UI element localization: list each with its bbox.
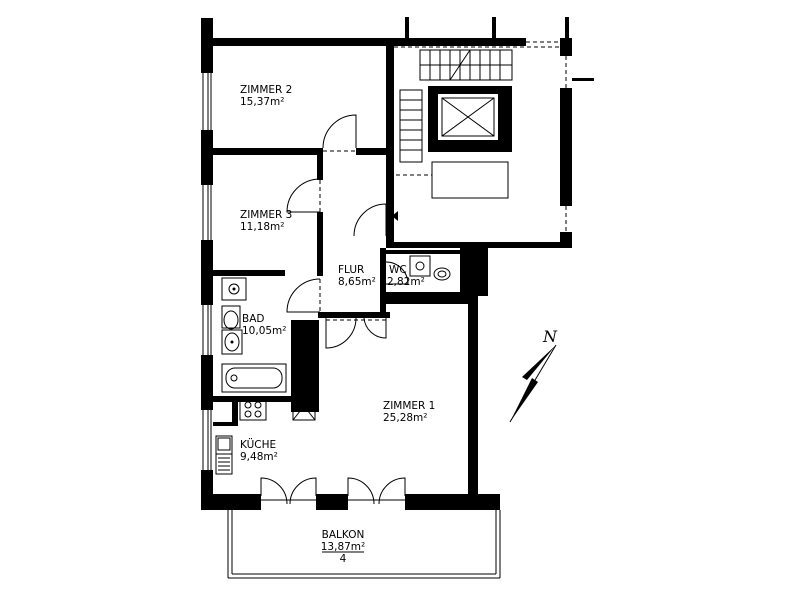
room-label-zimmer3: ZIMMER 3 11,18m² (240, 209, 292, 233)
room-label-zimmer1: ZIMMER 1 25,28m² (383, 400, 435, 424)
room-label-zimmer2: ZIMMER 2 15,37m² (240, 84, 292, 108)
room-area: 15,37m² (240, 96, 285, 108)
bathroom-fixtures (221, 277, 247, 301)
room-name: FLUR (338, 264, 364, 276)
room-label-balkon: BALKON 13,87m² 4 (321, 529, 366, 565)
room-name: ZIMMER 2 (240, 84, 292, 96)
room-area: 9,48m² (240, 451, 278, 463)
door-swing-icon (260, 114, 432, 509)
room-name: WC (389, 264, 407, 276)
shaft-icon (292, 391, 316, 421)
room-area: 8,65m² (338, 276, 376, 288)
room-name: ZIMMER 1 (383, 400, 435, 412)
balcony-number: 4 (340, 553, 347, 565)
room-label-flur: FLUR 8,65m² (338, 264, 376, 288)
stove-icon (239, 399, 267, 421)
sink-icon (215, 435, 233, 475)
room-name: BAD (242, 313, 264, 325)
room-label-kueche: KÜCHE 9,48m² (240, 438, 278, 463)
room-area: 11,18m² (240, 221, 285, 233)
toilet-icon (221, 305, 243, 355)
room-name: ZIMMER 3 (240, 209, 292, 221)
room-name: KÜCHE (240, 438, 276, 451)
north-label: N (542, 327, 558, 346)
north-arrow-icon: N (509, 327, 558, 423)
bathtub-icon (221, 363, 287, 393)
staircase-icon (394, 46, 560, 199)
room-label-wc: WC 2,82m² (387, 264, 425, 288)
room-area: 2,82m² (387, 276, 425, 288)
balcony (227, 510, 501, 579)
room-area: 13,87m² (321, 541, 366, 553)
room-area: 25,28m² (383, 412, 428, 424)
shower-tray (293, 325, 315, 363)
room-label-bad: BAD 10,05m² (242, 313, 287, 337)
entrance-marker-icon (392, 211, 398, 221)
wc-fixtures (409, 255, 451, 281)
elevator-icon (428, 86, 512, 152)
room-name: BALKON (322, 529, 365, 541)
walls (201, 17, 594, 510)
room-area: 10,05m² (242, 325, 287, 337)
windows (202, 73, 212, 470)
